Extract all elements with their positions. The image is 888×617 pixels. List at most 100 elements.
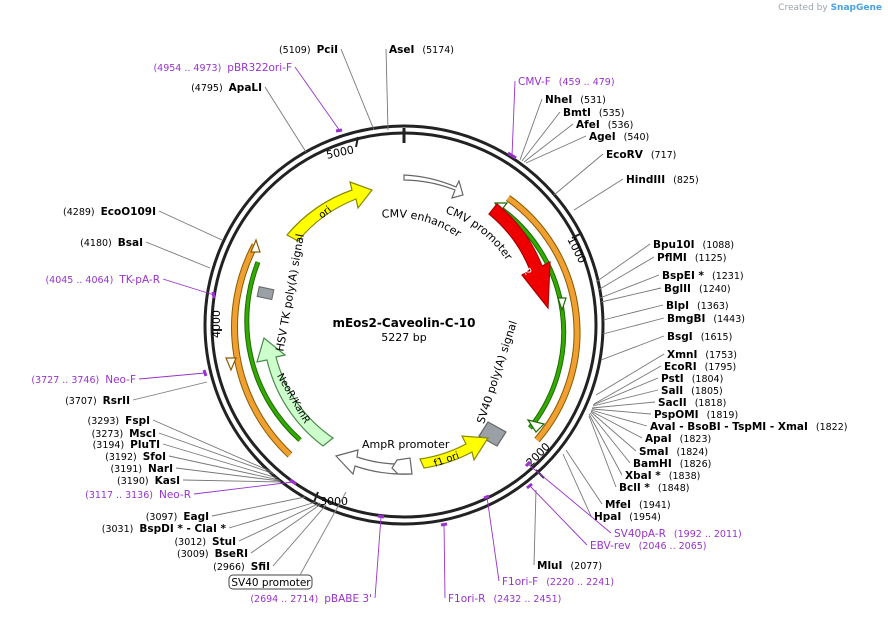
primer-f1ori-r[interactable]: F1ori-R(2432 .. 2451) [448, 593, 561, 605]
enzyme-site-fspi[interactable]: (3293)FspI [88, 415, 150, 427]
enzyme-site-bmgbi[interactable]: BmgBI(1443) [667, 313, 745, 325]
enzyme-site-sfii[interactable]: (2966)SfiI [213, 561, 270, 573]
orf-right-inner [499, 206, 566, 429]
primer-neo-r[interactable]: (3117 .. 3136)Neo-R [85, 489, 191, 501]
plasmid-name: mEos2-Caveolin-C-10 [332, 316, 475, 330]
enzyme-site-bseri[interactable]: (3009)BseRI [177, 548, 248, 560]
enzyme-position: (1822) [816, 422, 848, 433]
tick-label-4000: 4000 [210, 310, 223, 338]
enzyme-position: (1615) [701, 332, 733, 343]
enzyme-site-pcii[interactable]: (5109)PciI [279, 44, 338, 56]
feature-f1-ori[interactable] [419, 435, 490, 469]
primer-leader-f1ori-f [486, 496, 500, 582]
enzyme-site-bsai[interactable]: (4180)BsaI [80, 237, 143, 249]
primer-range: (2220 .. 2241) [546, 577, 614, 588]
feature-sv40-polya[interactable] [478, 421, 507, 447]
brand-name: SnapGene [830, 3, 882, 13]
enzyme-site-bmti[interactable]: BmtI(535) [563, 107, 624, 119]
enzyme-site-eagi[interactable]: (3097)EagI [146, 511, 209, 523]
enzyme-site-pflmi[interactable]: PflMI(1125) [657, 252, 726, 264]
leader-apai [590, 410, 643, 439]
enzyme-site-bamhi[interactable]: BamHI(1826) [633, 458, 711, 470]
leader-ecoo109i [158, 210, 223, 241]
enzyme-site-nari[interactable]: (3191)NarI [110, 463, 173, 475]
leader-hindiii [573, 178, 624, 211]
feature-neor-kanr[interactable] [256, 336, 335, 447]
enzyme-site-apai[interactable]: ApaI(1823) [645, 433, 711, 445]
enzyme-name: BmtI [563, 107, 591, 119]
leader-bsgi [600, 335, 665, 361]
enzyme-site-afei[interactable]: AfeI(536) [576, 119, 633, 131]
enzyme-name: BamHI [633, 458, 672, 470]
orf-left-inner [245, 261, 302, 442]
leader-kasi [182, 479, 282, 483]
enzyme-site-bcli[interactable]: BclI *(1848) [619, 482, 689, 494]
enzyme-name: BspEI * [662, 270, 705, 282]
leader-fspi [152, 419, 273, 473]
primer-pbabe-3[interactable]: (2694 .. 2714)pBABE 3' [250, 593, 372, 605]
primer-pbr322ori-f[interactable]: (4954 .. 4973)pBR322ori-F [153, 62, 292, 74]
primer-sv40pa-r[interactable]: SV40pA-R(1992 .. 2011) [614, 528, 742, 540]
enzyme-site-blpi[interactable]: BlpI(1363) [666, 300, 729, 312]
enzyme-site-nhei[interactable]: NheI(531) [545, 94, 606, 106]
feature-meos2[interactable] [488, 203, 551, 310]
enzyme-site-xbai[interactable]: XbaI *(1838) [625, 470, 700, 482]
enzyme-name: PciI [317, 44, 338, 56]
enzyme-site-bspei[interactable]: BspEI *(1231) [662, 270, 744, 282]
enzyme-site-asei[interactable]: AseI(5174) [389, 44, 454, 56]
enzyme-site-sacii[interactable]: SacII(1818) [658, 397, 726, 409]
leader-ecorv [553, 153, 604, 196]
primer-ebv-rev[interactable]: EBV-rev(2046 .. 2065) [590, 540, 707, 552]
enzyme-site-ecoo109i[interactable]: (4289)EcoO109I [63, 206, 156, 218]
primer-leader-tk-pa-r [162, 278, 215, 296]
leader-stui [238, 502, 321, 542]
orf-left-arrowhead-top [250, 238, 261, 253]
enzyme-name: AseI [389, 44, 414, 56]
enzyme-position: (3707) [65, 396, 97, 407]
enzyme-site-sali[interactable]: SalI(1805) [661, 385, 723, 397]
enzyme-site-avai-bsobi-tspmi-xmai[interactable]: AvaI - BsoBI - TspMI - XmaI(1822) [650, 421, 847, 433]
enzyme-site-hindiii[interactable]: HindIII(825) [626, 174, 699, 186]
enzyme-site-agei[interactable]: AgeI(540) [589, 131, 649, 143]
leader-bspei [599, 274, 660, 299]
enzyme-site-kasi[interactable]: (3190)KasI [117, 475, 180, 487]
enzyme-site-sfoi[interactable]: (3192)SfoI [105, 451, 166, 463]
leader-agei [525, 135, 587, 164]
enzyme-position: (1125) [695, 253, 727, 264]
primer-cmv-f[interactable]: CMV-F(459 .. 479) [518, 76, 615, 88]
primer-name: EBV-rev [590, 540, 631, 552]
enzyme-site-xmni[interactable]: XmnI(1753) [667, 349, 737, 361]
sv40-promoter-label: SV40 promoter [231, 577, 311, 589]
enzyme-site-bsgi[interactable]: BsgI(1615) [667, 331, 732, 343]
enzyme-site-pluti[interactable]: (3194)PluTI [93, 439, 160, 451]
leader-bamhi [589, 412, 631, 464]
enzyme-site-bspdi-clai[interactable]: (3031)BspDI * - ClaI * [102, 523, 227, 535]
enzyme-site-stui[interactable]: (3012)StuI [174, 536, 236, 548]
feature-cmv-enhancer[interactable] [403, 174, 464, 199]
enzyme-site-apali[interactable]: (4795)ApaLI [191, 82, 262, 94]
enzyme-site-rsrii[interactable]: (3707)RsrII [65, 395, 130, 407]
primer-leader-f1ori-r [443, 523, 446, 599]
enzyme-site-smai[interactable]: SmaI(1824) [639, 446, 708, 458]
enzyme-site-bglii[interactable]: BglII(1240) [664, 283, 731, 295]
feature-hsv-tk-polya[interactable] [256, 286, 275, 301]
enzyme-site-hpai[interactable]: HpaI(1954) [594, 511, 661, 523]
enzyme-name: Bpu10I [653, 239, 695, 251]
enzyme-site-msci[interactable]: (3273)MscI [92, 428, 156, 440]
enzyme-site-ecorv[interactable]: EcoRV(717) [606, 149, 676, 161]
primer-f1ori-f[interactable]: F1ori-F(2220 .. 2241) [502, 576, 614, 588]
enzyme-position: (1823) [680, 434, 712, 445]
enzyme-position: (3192) [105, 452, 137, 463]
label-hsv-tk-polya: HSV TK poly(A) signal [273, 233, 306, 353]
enzyme-site-ecori[interactable]: EcoRI(1795) [664, 361, 736, 373]
enzyme-site-mfei[interactable]: MfeI(1941) [605, 499, 671, 511]
primer-neo-f[interactable]: (3727 .. 3746)Neo-F [31, 374, 136, 386]
enzyme-site-mlui[interactable]: MluI(2077) [537, 560, 602, 572]
enzyme-position: (2077) [570, 561, 602, 572]
enzyme-site-psti[interactable]: PstI(1804) [661, 373, 723, 385]
feature-ori[interactable] [286, 181, 373, 242]
primer-tk-pa-r[interactable]: (4045 .. 4064)TK-pA-R [45, 274, 160, 286]
enzyme-site-pspomi[interactable]: PspOMI(1819) [654, 409, 738, 421]
enzyme-site-bpu10i[interactable]: Bpu10I(1088) [653, 239, 734, 251]
leader-hpai [562, 453, 592, 517]
